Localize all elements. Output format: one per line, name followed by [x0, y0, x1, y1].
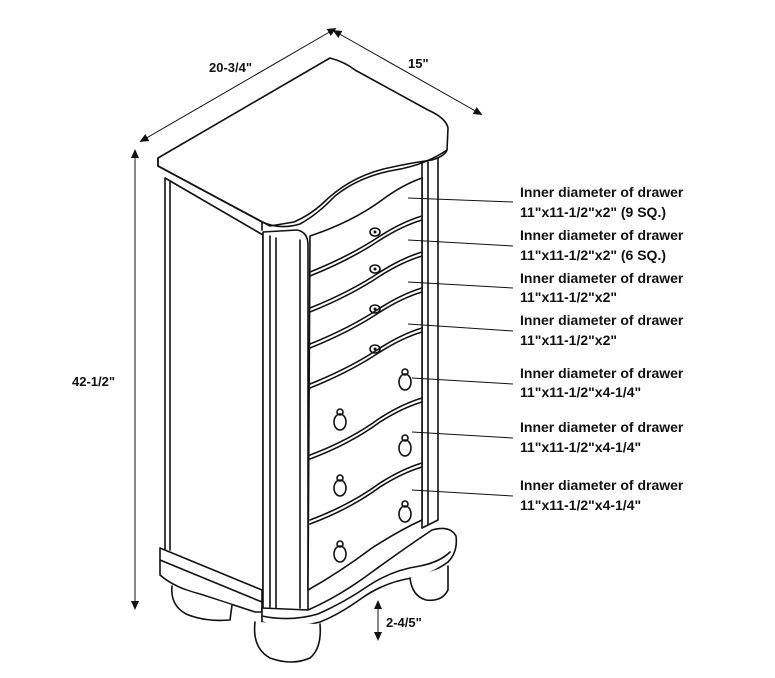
depth-label: 15"	[408, 56, 429, 71]
drawer-label-4: Inner diameter of drawer 11"x11-1/2"x2"	[520, 312, 684, 348]
drawer-label-2: Inner diameter of drawer 11"x11-1/2"x2" …	[520, 227, 684, 263]
drawer-label-6: Inner diameter of drawer 11"x11-1/2"x4-1…	[520, 419, 684, 455]
cabinet-illustration	[157, 57, 458, 663]
drawer-label-size: 11"x11-1/2"x2" (9 SQ.)	[520, 204, 666, 220]
drawer-knob-icon	[369, 264, 381, 274]
drawer-label-title: Inner diameter of drawer	[520, 270, 684, 286]
drawer-label-3: Inner diameter of drawer 11"x11-1/2"x2"	[520, 270, 684, 305]
drawer-label-title: Inner diameter of drawer	[520, 184, 684, 200]
drawer-label-title: Inner diameter of drawer	[520, 477, 684, 493]
dimension-depth	[332, 30, 483, 115]
drawer-ring-pull-icon	[398, 434, 412, 457]
dimension-width	[139, 27, 337, 143]
width-label: 20-3/4"	[209, 60, 252, 75]
drawer-ring-pull-icon	[333, 540, 347, 563]
drawer-label-size: 11"x11-1/2"x4-1/4"	[520, 384, 641, 400]
leg-height-label: 2-4/5"	[386, 615, 422, 630]
drawer-ring-pull-icon	[398, 368, 412, 391]
drawer-leader-lines	[407, 197, 514, 497]
drawer-label-title: Inner diameter of drawer	[520, 227, 684, 243]
drawer-label-title: Inner diameter of drawer	[520, 419, 684, 435]
height-label: 42-1/2"	[72, 374, 115, 389]
drawer-ring-pull-icon	[398, 500, 412, 523]
drawer-label-size: 11"x11-1/2"x2"	[520, 289, 617, 305]
drawer-knob-icon	[369, 227, 381, 237]
drawer-label-7: Inner diameter of drawer 11"x11-1/2"x4-1…	[520, 477, 684, 513]
drawer-ring-pull-icon	[333, 474, 347, 497]
drawer-label-size: 11"x11-1/2"x2" (6 SQ.)	[520, 247, 666, 263]
drawer-knob-icon	[369, 344, 381, 354]
drawer-label-title: Inner diameter of drawer	[520, 312, 684, 328]
drawer-label-5: Inner diameter of drawer 11"x11-1/2"x4-1…	[520, 365, 684, 400]
drawer-label-1: Inner diameter of drawer 11"x11-1/2"x2" …	[520, 184, 684, 220]
drawer-knob-icon	[369, 304, 381, 314]
drawer-label-title: Inner diameter of drawer	[520, 365, 684, 381]
drawer-label-size: 11"x11-1/2"x4-1/4"	[520, 497, 641, 513]
drawer-ring-pull-icon	[333, 408, 347, 431]
drawer-label-size: 11"x11-1/2"x2"	[520, 332, 617, 348]
drawer-label-size: 11"x11-1/2"x4-1/4"	[520, 439, 641, 455]
